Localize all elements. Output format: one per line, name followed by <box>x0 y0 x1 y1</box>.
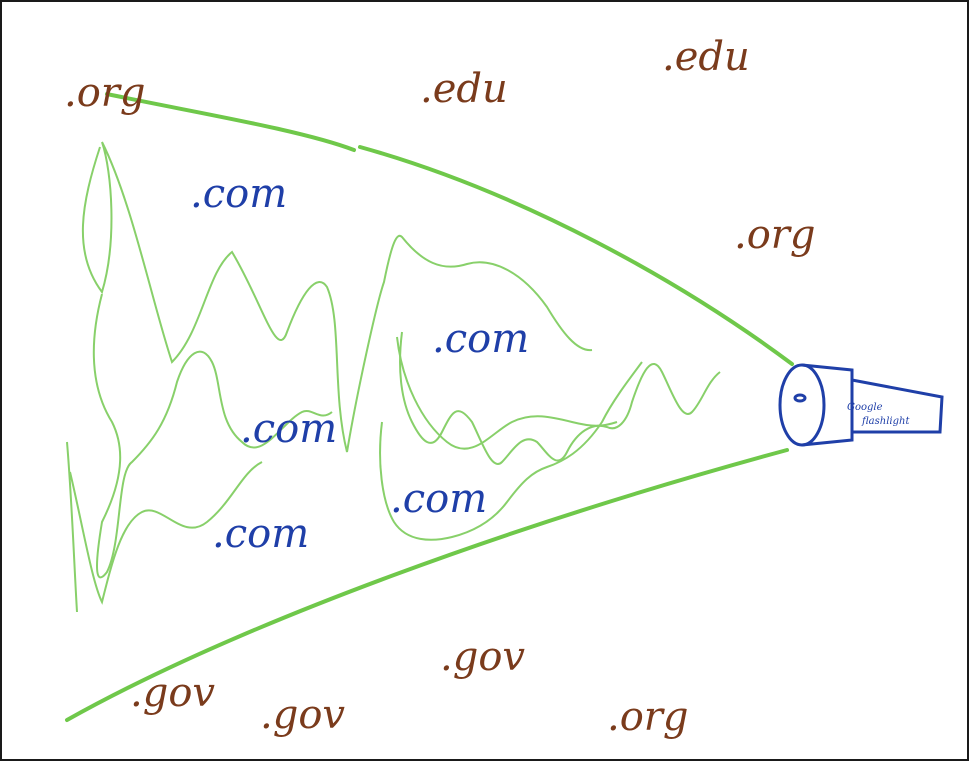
flashlight-label-line2: flashlight <box>861 416 910 427</box>
outside-label: .gov <box>130 670 215 716</box>
outside-label: .edu <box>420 66 508 112</box>
inside-label: .com <box>432 316 529 362</box>
beam-scribble-bottom-left <box>66 441 263 613</box>
outside-label: .gov <box>440 634 525 680</box>
flashlight-label-line1: Google <box>847 402 883 413</box>
beam-scribble-inner-mid <box>396 336 618 450</box>
beam-scribble-left <box>92 293 333 579</box>
outside-label: .edu <box>662 34 750 80</box>
beam-lower-edge <box>65 448 789 722</box>
flashlight-icon <box>778 363 944 447</box>
beam-scribble-inner-lower <box>379 361 643 541</box>
outside-label: .org <box>64 70 146 116</box>
outside-label: .org <box>607 694 689 740</box>
beam-scribble-inner <box>399 331 721 465</box>
inside-label: .com <box>240 406 337 452</box>
inside-label: .com <box>390 476 487 522</box>
beam-upper-edge <box>105 92 794 366</box>
inside-label: .com <box>190 171 287 217</box>
outside-label: .gov <box>260 692 345 738</box>
outside-label: .org <box>734 212 816 258</box>
inside-label: .com <box>212 511 309 557</box>
beam-scribble-outer <box>81 141 593 453</box>
